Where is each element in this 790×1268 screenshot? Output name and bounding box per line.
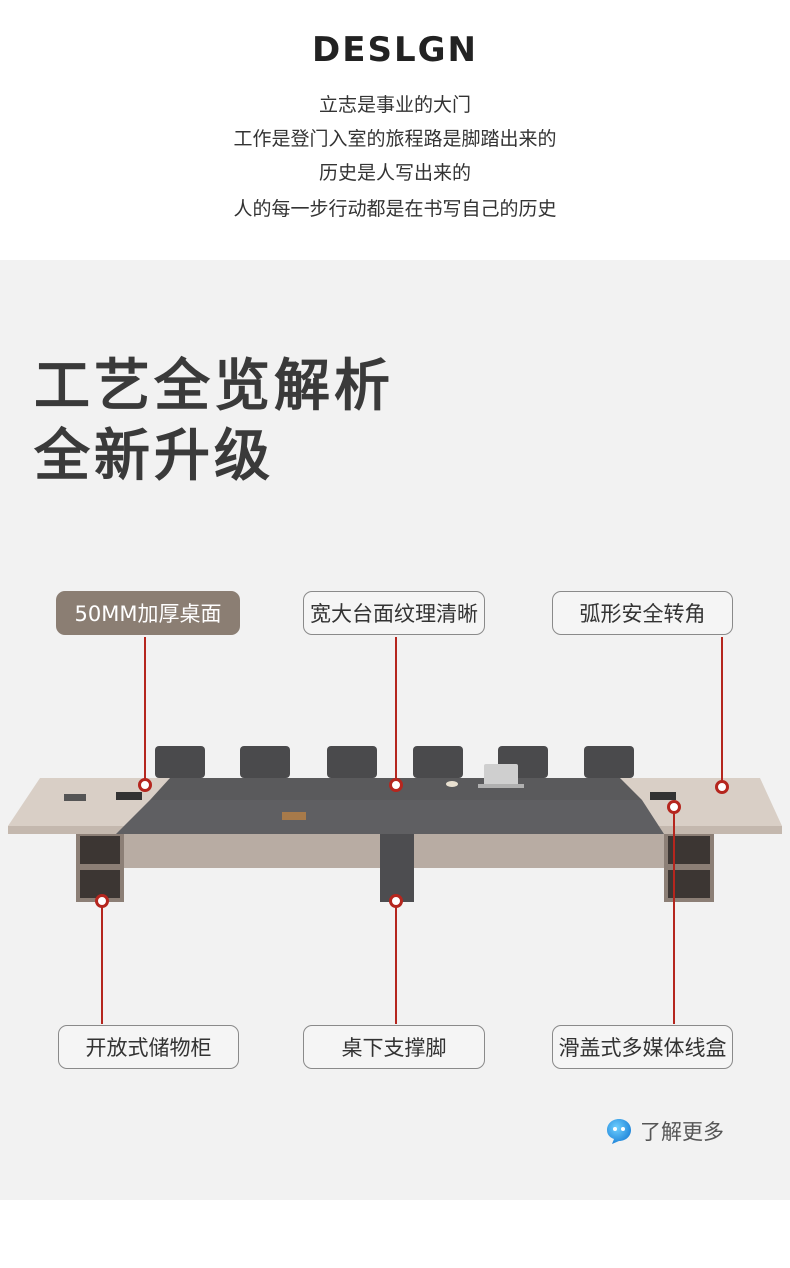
- callout-dot-thick-top: [138, 778, 152, 792]
- headline-line-2: 全新升级: [34, 424, 274, 489]
- callout-line-media-box: [673, 806, 675, 1024]
- callout-dot-open-storage: [95, 894, 109, 908]
- feature-label-under-support: 桌下支撑脚: [303, 1025, 485, 1069]
- feature-label-open-storage: 开放式储物柜: [58, 1025, 239, 1069]
- feature-label-wide-surface: 宽大台面纹理清晰: [303, 591, 485, 635]
- learn-more-link[interactable]: 了解更多: [604, 1114, 724, 1148]
- slogan-line-2: 工作是登门入室的旅程路是脚踏出来的: [233, 128, 557, 150]
- slogan-line-1: 立志是事业的大门: [318, 94, 471, 116]
- chat-bubble-icon: [607, 1119, 631, 1144]
- callout-line-wide-surface: [395, 637, 397, 785]
- callout-line-open-storage: [101, 900, 103, 1024]
- slogan-line-4: 人的每一步行动都是在书写自己的历史: [233, 198, 557, 220]
- callout-dot-under-support: [389, 894, 403, 908]
- brand-title: DESLGN: [312, 30, 478, 70]
- callout-line-thick-top: [144, 637, 146, 785]
- headline-line-1: 工艺全览解析: [34, 354, 394, 419]
- callout-line-under-support: [395, 900, 397, 1024]
- learn-more-label: 了解更多: [640, 1120, 724, 1144]
- callout-dot-media-box: [667, 800, 681, 814]
- footer-space: [0, 1200, 790, 1268]
- feature-label-media-box: 滑盖式多媒体线盒: [552, 1025, 733, 1069]
- conference-table-illustration: [8, 746, 782, 902]
- feature-label-curved-corner: 弧形安全转角: [552, 591, 733, 635]
- slogan-line-3: 历史是人写出来的: [318, 162, 471, 184]
- callout-dot-curved-corner: [715, 780, 729, 794]
- chairs: [155, 746, 634, 778]
- callout-line-curved-corner: [721, 637, 723, 787]
- feature-label-thick-top: 50MM加厚桌面: [56, 591, 240, 635]
- header-section: DESLGN 立志是事业的大门 工作是登门入室的旅程路是脚踏出来的 历史是人写出…: [0, 0, 790, 260]
- callout-dot-wide-surface: [389, 778, 403, 792]
